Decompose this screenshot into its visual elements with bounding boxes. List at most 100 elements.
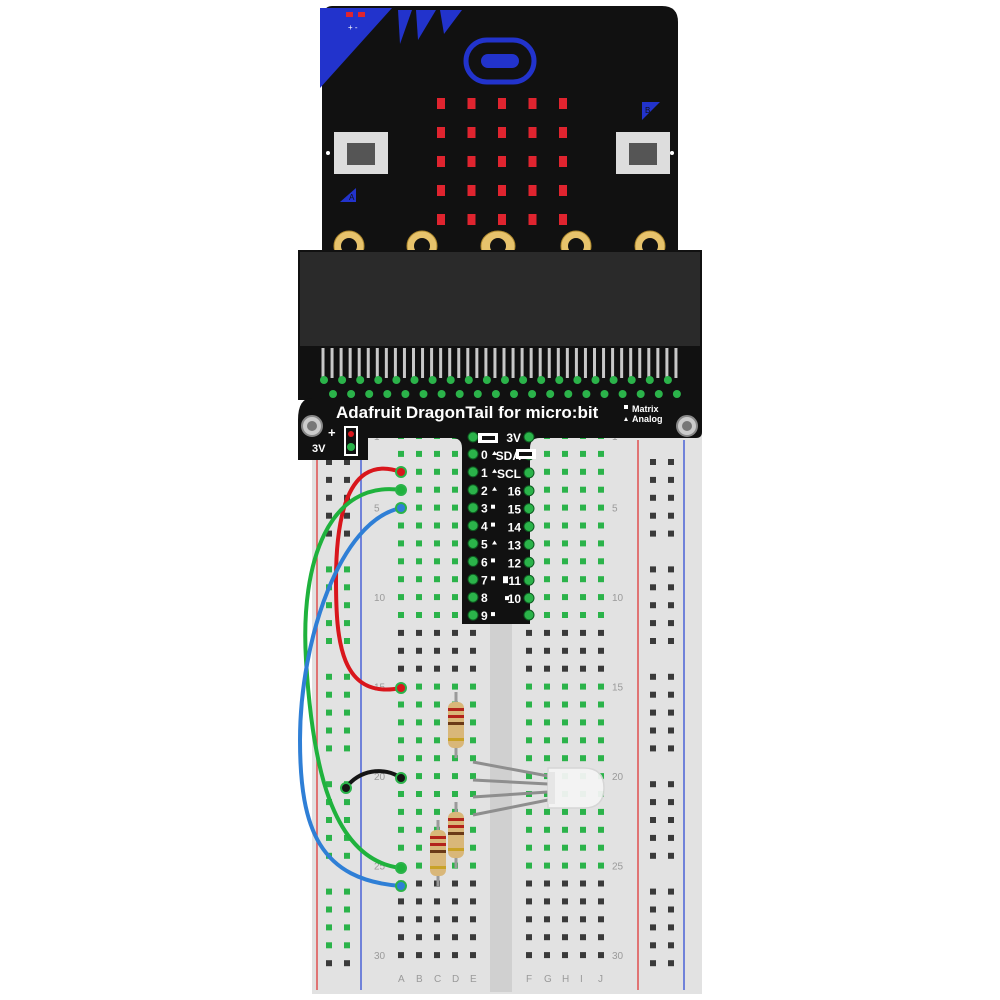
breadboard-hole	[544, 916, 550, 923]
matrix-led	[528, 98, 537, 109]
matrix-marker-icon	[491, 504, 495, 509]
breadboard-hole	[580, 934, 586, 941]
power-rail-hole	[650, 781, 656, 788]
header-hole	[446, 376, 455, 384]
power-rail-hole	[344, 584, 350, 591]
microbit-board: + - A B	[320, 6, 678, 262]
power-rail-hole	[668, 530, 674, 537]
breadboard-hole	[526, 773, 532, 780]
dragontail-pin-left	[467, 484, 479, 496]
breadboard-hole	[580, 755, 586, 762]
pin-label-right: 13	[508, 538, 522, 552]
resistor-1-band-2	[448, 715, 464, 718]
connector-pin	[357, 348, 361, 378]
pin-label-right: 10	[508, 592, 522, 606]
breadboard-hole	[398, 755, 404, 762]
power-3v-label: 3V	[312, 443, 326, 455]
breadboard-hole	[416, 647, 422, 654]
breadboard-hole	[452, 647, 458, 654]
breadboard-hole	[562, 719, 568, 726]
wire-blue[interactable]	[297, 506, 403, 888]
led-leg-common	[472, 778, 549, 786]
row-number-left: 5	[374, 504, 380, 515]
breadboard-hole	[470, 808, 476, 815]
button-b-cap[interactable]	[629, 143, 657, 165]
breadboard-hole	[526, 934, 532, 941]
resistor-3-band-3	[430, 850, 446, 853]
dragontail-pin-right	[523, 503, 535, 515]
breadboard-hole	[580, 558, 586, 565]
breadboard-hole	[526, 665, 532, 672]
dragontail-pin-right	[523, 431, 535, 443]
connector-pin	[393, 348, 397, 378]
breadboard-hole	[580, 522, 586, 529]
wire-red[interactable]	[333, 466, 403, 692]
breadboard-hole	[544, 952, 550, 959]
power-rail-hole	[650, 566, 656, 573]
matrix-led	[467, 127, 476, 138]
breadboard-hole	[470, 737, 476, 744]
breadboard-hole	[470, 898, 476, 905]
breadboard-hole	[598, 755, 604, 762]
dragontail-pin-right	[523, 521, 535, 532]
breadboard-hole	[398, 791, 404, 797]
breadboard-hole	[526, 701, 532, 708]
breadboard-hole	[398, 576, 404, 583]
breadboard-hole	[398, 808, 404, 815]
button-b-label: B	[645, 106, 650, 115]
breadboard-hole	[416, 737, 422, 744]
wire-end	[340, 782, 352, 794]
breadboard-hole	[562, 916, 568, 923]
breadboard-hole	[434, 558, 440, 565]
matrix-led	[528, 127, 537, 138]
header-hole	[482, 376, 491, 384]
power-pin-3v	[347, 443, 355, 451]
wire-end	[395, 502, 407, 514]
power-rail-hole	[650, 709, 656, 716]
edge-slot	[300, 252, 700, 346]
led-leg-red	[472, 760, 549, 778]
breadboard-hole	[598, 898, 604, 905]
breadboard-hole	[544, 594, 550, 601]
breadboard-hole	[598, 683, 604, 690]
power-rail-hole	[650, 727, 656, 734]
header-hole	[546, 390, 555, 398]
header-hole	[636, 390, 645, 398]
connector-pin	[412, 348, 415, 378]
header-hole	[320, 376, 328, 384]
resistor-2-band-3	[448, 832, 464, 835]
breadboard-hole	[544, 665, 550, 672]
breadboard-hole	[580, 808, 586, 815]
breadboard-hole	[580, 504, 586, 511]
header-hole	[591, 376, 600, 384]
connector-pin	[538, 348, 542, 378]
power-rail-hole	[668, 799, 674, 806]
matrix-marker-icon	[505, 596, 509, 601]
header-hole	[501, 376, 509, 384]
wire-end-connectors	[340, 466, 407, 892]
connector-pin	[556, 348, 560, 378]
dragontail-pin-left	[467, 448, 479, 460]
dragontail-pin-right	[523, 592, 535, 604]
connector-pin	[638, 348, 642, 378]
breadboard-hole	[562, 701, 568, 708]
connector-pin	[457, 348, 461, 378]
resistor-1-band-4	[448, 738, 464, 741]
breadboard-hole	[598, 522, 604, 529]
power-rail-hole	[344, 745, 350, 752]
breadboard-hole	[580, 898, 586, 905]
power-rail-hole	[650, 691, 656, 698]
breadboard-hole	[416, 916, 422, 923]
breadboard-hole	[598, 450, 604, 457]
connector-pin	[330, 348, 334, 378]
breadboard-hole	[562, 826, 568, 833]
breadboard-hole	[562, 504, 568, 511]
breadboard-hole	[544, 576, 550, 583]
breadboard-hole	[452, 952, 458, 959]
breadboard-hole	[434, 450, 440, 457]
button-a-cap[interactable]	[347, 143, 375, 165]
breadboard-hole	[434, 755, 440, 762]
power-rail-hole	[326, 817, 332, 823]
dragontail-pin-right	[523, 467, 535, 479]
breadboard-hole	[398, 898, 404, 905]
